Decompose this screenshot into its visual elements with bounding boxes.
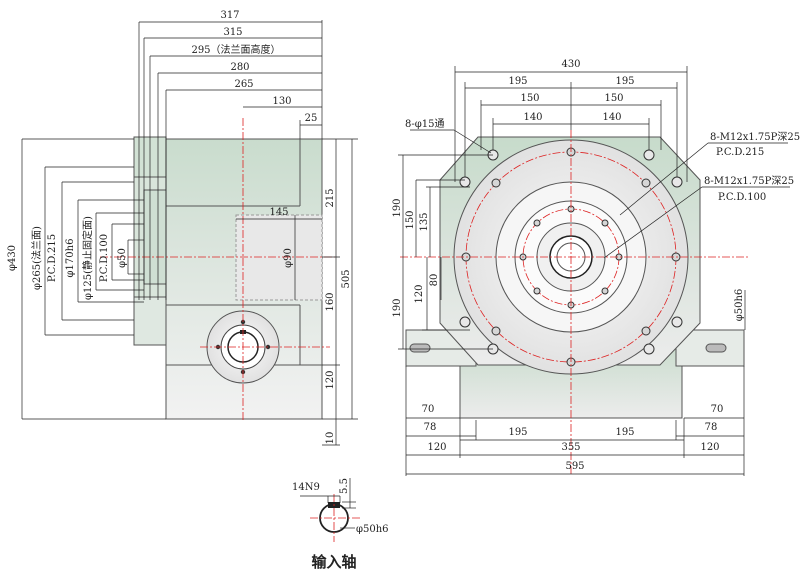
dim-265: 265 <box>234 79 253 90</box>
dim-78-right: 78 <box>705 422 718 433</box>
dim-phi125: φ125(静止固定面) <box>81 216 94 300</box>
dim-phi50: φ50 <box>117 248 128 268</box>
key-label: 14N9 <box>292 482 320 493</box>
dim-280: 280 <box>230 62 249 73</box>
dim-315: 315 <box>223 27 242 38</box>
callout-thru-holes: 8-φ15通 <box>405 118 444 130</box>
dim-phi430: φ430 <box>7 245 18 271</box>
dim-190-bottom: 190 <box>392 298 403 317</box>
corner-holes <box>459 149 683 355</box>
dim-130: 130 <box>272 96 291 107</box>
input-shaft-caption: 输入轴 <box>311 553 356 571</box>
dim-215: 215 <box>325 188 336 207</box>
dim-25: 25 <box>305 113 318 124</box>
callout-tapped-1: 8-M12x1.75P深25 <box>710 131 800 143</box>
dim-pcd100: P.C.D.100 <box>99 234 110 282</box>
dim-78-left: 78 <box>424 422 437 433</box>
dim-430: 430 <box>561 59 580 70</box>
depth-label: 5.5 <box>339 478 350 494</box>
dim-355: 355 <box>561 442 580 453</box>
input-shaft-section: 14N9 5.5 φ50h6 输入轴 <box>292 478 389 571</box>
dim-505: 505 <box>341 269 352 288</box>
dim-70-right: 70 <box>711 404 724 415</box>
dim-195-bottom-left: 195 <box>508 427 527 438</box>
dim-140-left: 140 <box>523 112 542 123</box>
side-view: 317 315 295（法兰面高度） 280 265 130 25 215 50… <box>7 10 358 446</box>
callout-tapped-2: 8-M12x1.75P深25 <box>704 175 794 187</box>
dim-phi265: φ265(法兰面) <box>30 226 43 290</box>
dim-70-left: 70 <box>422 404 435 415</box>
dim-10: 10 <box>325 432 336 445</box>
output-bore-hidden <box>235 214 323 301</box>
dim-80: 80 <box>429 274 440 287</box>
dim-120-v: 120 <box>414 284 425 303</box>
diameter-label: φ50h6 <box>356 524 389 535</box>
dim-phi170: φ170h6 <box>65 239 76 278</box>
front-view: 430 195 195 150 150 140 140 8-φ15通 8-M12… <box>392 59 800 476</box>
dim-phi50h6-shaft: φ50h6 <box>734 289 745 322</box>
dim-195-bottom-right: 195 <box>615 427 634 438</box>
dim-295: 295（法兰面高度） <box>191 43 280 56</box>
dim-195-right: 195 <box>615 76 634 87</box>
dim-120-bottom-right: 120 <box>700 442 719 453</box>
dim-phi90: φ90 <box>283 248 294 268</box>
dim-pcd215: P.C.D.215 <box>47 234 58 282</box>
dim-150-right: 150 <box>604 93 623 104</box>
callout-pcd100: P.C.D.100 <box>718 192 766 203</box>
dim-195-left: 195 <box>508 76 527 87</box>
dim-135: 135 <box>419 212 430 231</box>
dim-160: 160 <box>325 292 336 311</box>
flange-plate-bottom <box>133 296 167 346</box>
callout-pcd215: P.C.D.215 <box>716 147 764 158</box>
spigot <box>143 189 167 285</box>
dim-190-top: 190 <box>392 198 403 217</box>
dim-150-v: 150 <box>405 210 416 229</box>
dim-120: 120 <box>325 370 336 389</box>
dim-140-right: 140 <box>602 112 621 123</box>
dim-595: 595 <box>565 461 584 472</box>
dim-120-bottom-left: 120 <box>427 442 446 453</box>
dim-150-left: 150 <box>520 93 539 104</box>
dim-145: 145 <box>269 207 288 218</box>
dim-317: 317 <box>220 10 239 21</box>
